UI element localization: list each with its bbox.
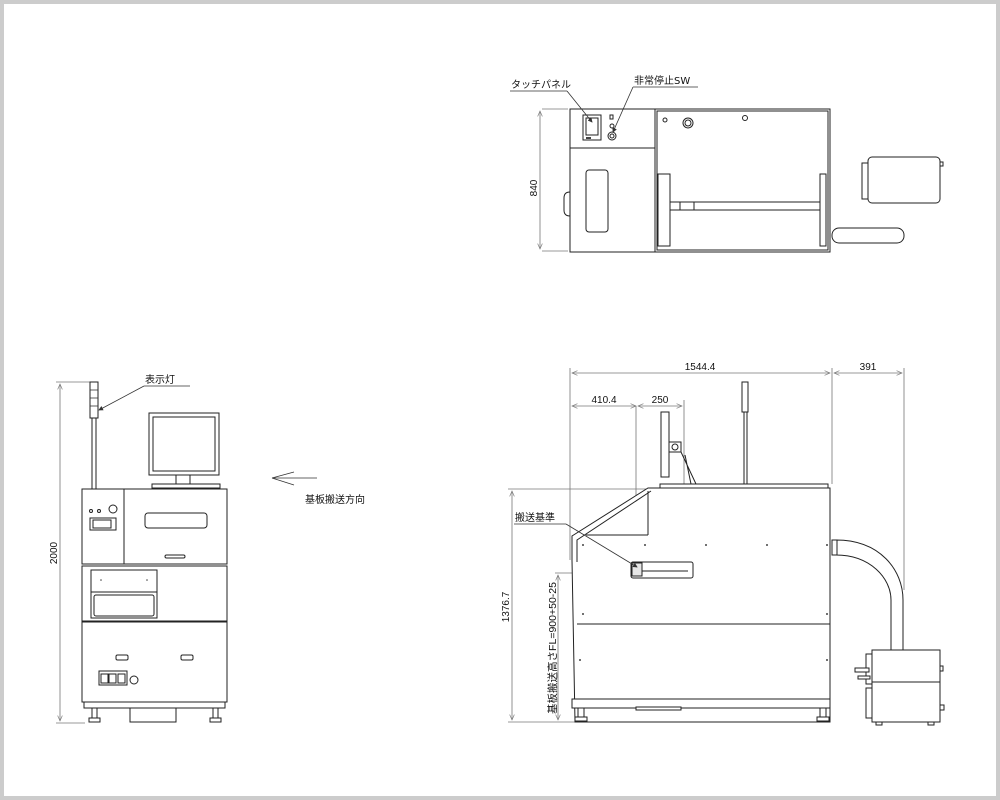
side-width-dimension: 1544.4 — [685, 362, 716, 373]
front-height-dimension: 2000 — [49, 541, 60, 564]
side-view-annotations: 搬送基準 — [514, 511, 638, 568]
signal-tower-label: 表示灯 — [145, 373, 175, 386]
front-view: 2000 — [49, 381, 228, 724]
touch-panel-label: タッチパネル — [511, 79, 571, 91]
top-view-annotations: タッチパネル 非常停止SW — [510, 74, 698, 133]
side-ext-dimension: 391 — [860, 362, 877, 373]
transfer-direction-indicator: 基板搬送方向 — [271, 471, 365, 506]
transfer-reference-label: 搬送基準 — [515, 511, 555, 524]
transfer-height-label: 基板搬送高さFL=900+50-25 — [546, 582, 559, 714]
side-offset-1-dimension: 410.4 — [591, 395, 616, 406]
front-view-annotations: 表示灯 — [98, 373, 190, 411]
top-depth-dimension: 840 — [529, 179, 540, 196]
top-view: 840 — [529, 108, 944, 253]
side-height-dimension: 1376.7 — [501, 591, 512, 622]
transfer-direction-label: 基板搬送方向 — [305, 493, 365, 506]
side-view: 1544.4 391 410.4 250 1376.7 基板搬送高さFL=900… — [501, 362, 945, 726]
side-offset-2-dimension: 250 — [652, 395, 669, 406]
emergency-stop-label: 非常停止SW — [634, 74, 690, 87]
